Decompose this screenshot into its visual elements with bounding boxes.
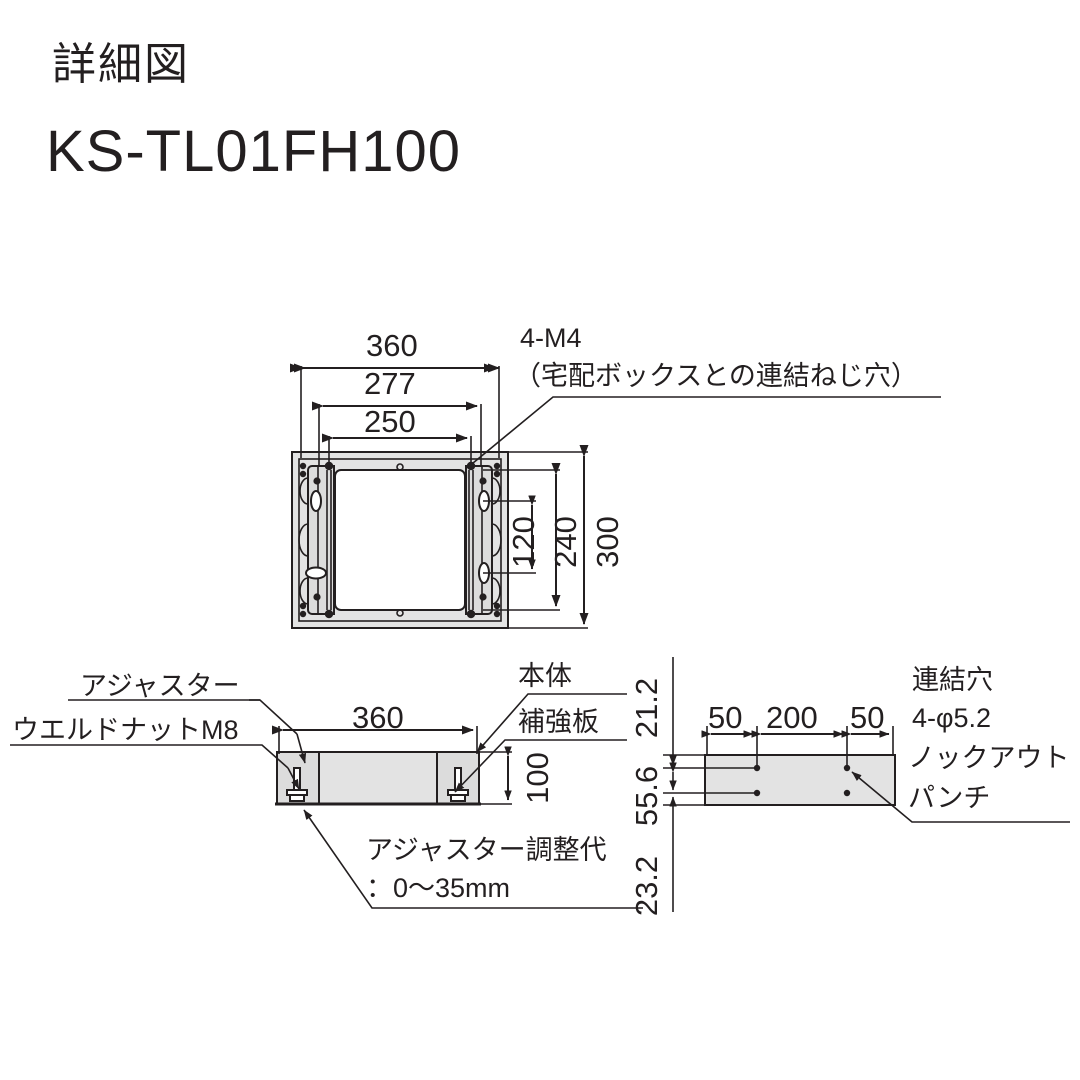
page-title: 詳細図: [52, 40, 190, 89]
model-code-heading: KS-TL01FH100: [46, 119, 461, 184]
side-dim-left-label: 50: [708, 700, 743, 735]
plan-dim-120-label: 120: [505, 516, 541, 568]
side-callout-knockout-line2: パンチ: [908, 783, 991, 813]
side-callout-leader: [851, 771, 1070, 823]
front-callout-leaders: [10, 693, 643, 909]
plan-callout-4m4-label: 4-M4: [520, 323, 582, 353]
side-dim-bottom-offset-label: 23.2: [629, 855, 665, 917]
front-dim-360-label: 360: [352, 700, 404, 735]
plan-dim-277-label: 277: [364, 366, 416, 401]
side-dim-vertical: [663, 657, 757, 912]
plan-dim-240-label: 240: [547, 516, 583, 568]
front-callout-adjuster-range-title: アジャスター調整代: [366, 835, 607, 865]
plan-callout-4m4-note: （宅配ボックスとの連結ねじ穴）: [514, 361, 918, 391]
side-callout-hole-spec: 4-φ5.2: [912, 703, 992, 733]
side-callout-knockout-line1: ノックアウト: [908, 743, 1070, 773]
plan-dim-300: [501, 445, 589, 629]
side-dim-middle-label: 55.6: [629, 765, 665, 827]
plan-dim-120: [483, 495, 536, 574]
plan-view-geometry: [291, 451, 509, 629]
side-dim-horizontal: [701, 726, 894, 768]
front-dim-100: [479, 746, 512, 805]
side-callout-hole-title: 連結穴: [912, 665, 993, 695]
plan-dim-250-label: 250: [364, 404, 416, 439]
front-callout-reinforcement-plate: 補強板: [518, 707, 599, 737]
plan-dim-240: [483, 463, 561, 611]
plan-dim-360-label: 360: [366, 328, 418, 363]
side-dim-right-label: 50: [850, 700, 885, 735]
front-callout-weld-nut: ウエルドナットM8: [12, 715, 239, 745]
plan-dim-300-label: 300: [589, 516, 625, 568]
front-callout-adjuster-range-value: ：0〜35mm: [366, 873, 511, 903]
side-view-geometry: [704, 754, 896, 806]
front-view-geometry: [275, 751, 481, 806]
side-dim-top-offset-label: 21.2: [629, 677, 665, 739]
plan-dim-250: [322, 433, 472, 468]
plan-dim-360: [290, 363, 500, 458]
front-callout-body: 本体: [518, 661, 572, 691]
front-callout-adjuster: アジャスター: [80, 671, 240, 701]
plan-callout-leader-4m4: [466, 396, 941, 469]
front-dim-100-label: 100: [519, 752, 555, 804]
side-dim-center-label: 200: [766, 700, 818, 735]
